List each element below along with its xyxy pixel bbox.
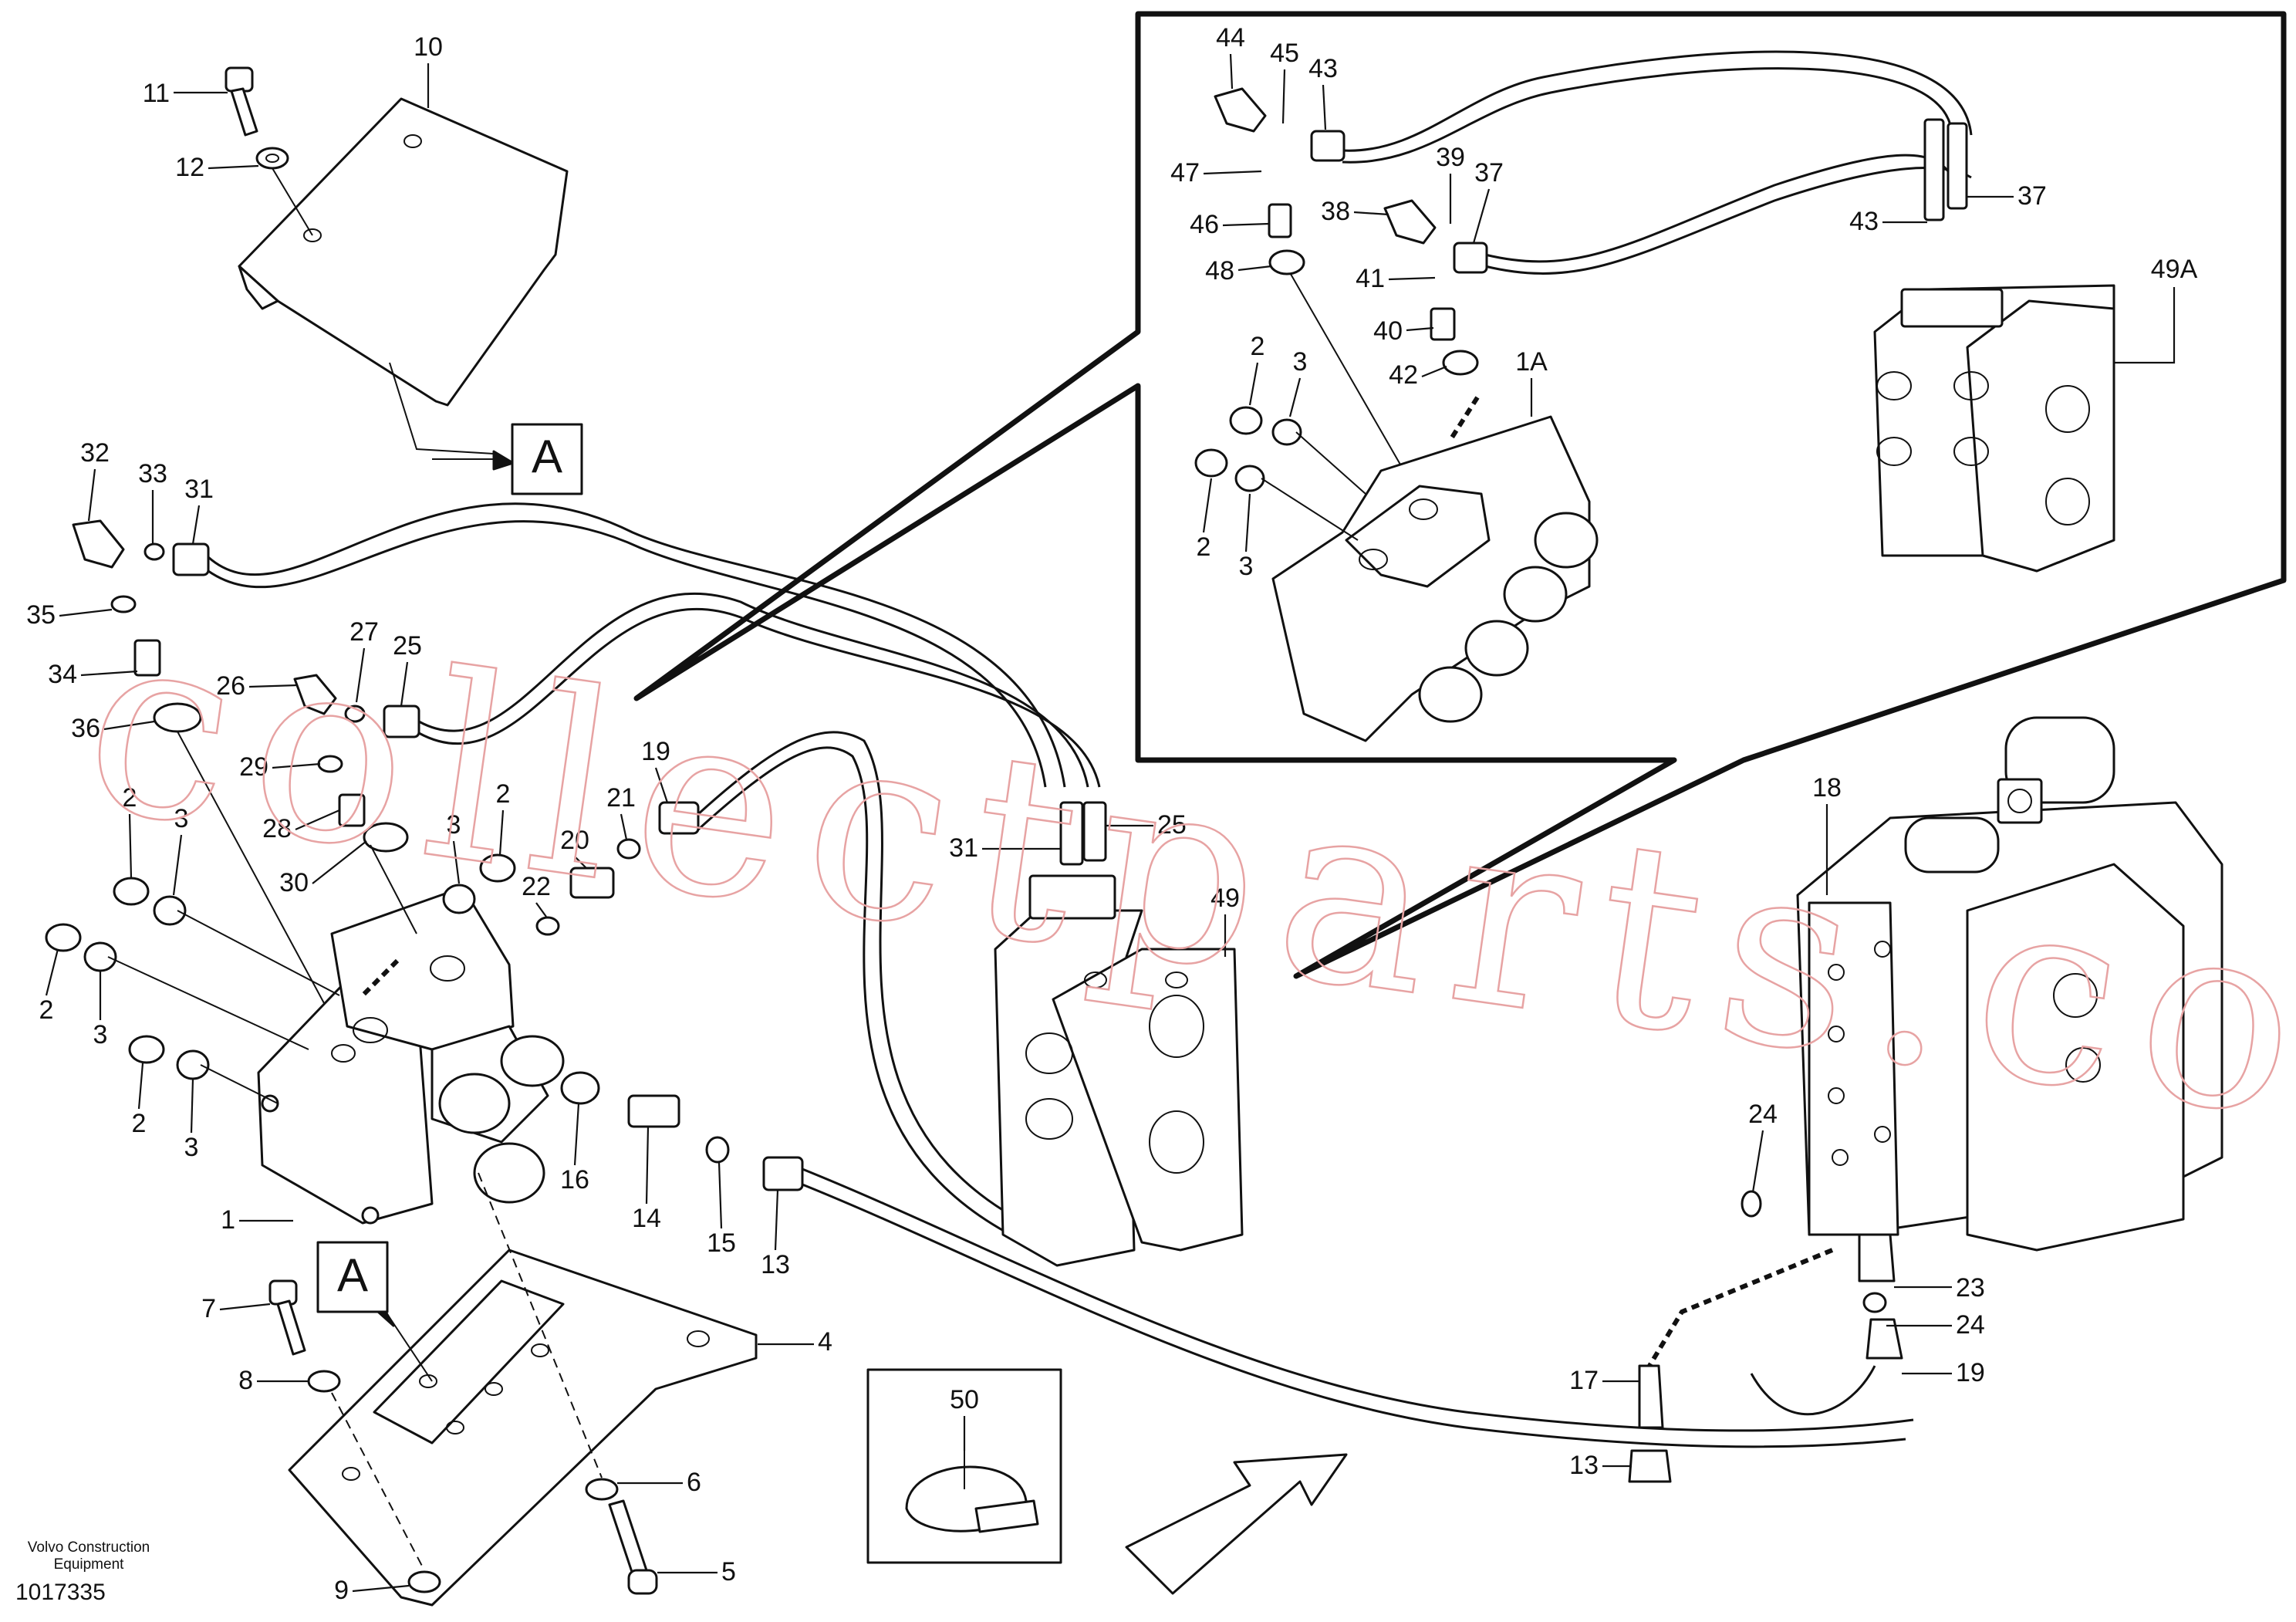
callout-19-left: 19 bbox=[641, 737, 670, 766]
manufacturer-label: Volvo Construction Equipment bbox=[15, 1539, 162, 1573]
callout-12: 12 bbox=[175, 153, 204, 182]
callout-43: 43 bbox=[1308, 54, 1338, 83]
callout-2-a: 2 bbox=[496, 779, 511, 809]
callout-1A: 1A bbox=[1515, 347, 1548, 377]
callout-41: 41 bbox=[1356, 264, 1385, 293]
callout-37: 37 bbox=[1474, 158, 1504, 188]
callout-16: 16 bbox=[560, 1165, 589, 1195]
callout-2-inset-a: 2 bbox=[1251, 332, 1265, 361]
callout-6: 6 bbox=[687, 1468, 701, 1497]
fittings-valve-1 bbox=[45, 519, 804, 1191]
callout-11: 11 bbox=[143, 79, 170, 108]
callout-14: 14 bbox=[632, 1204, 661, 1233]
ref-marker-a-bottom: A bbox=[316, 1241, 433, 1382]
callout-13-right: 13 bbox=[1569, 1451, 1599, 1480]
callout-35: 35 bbox=[26, 600, 56, 630]
callout-42: 42 bbox=[1389, 360, 1418, 390]
drawing-number: 1017335 bbox=[15, 1580, 106, 1605]
callout-3-d: 3 bbox=[184, 1133, 199, 1162]
callout-22: 22 bbox=[522, 872, 551, 901]
callout-4: 4 bbox=[818, 1327, 832, 1357]
ref-marker-a-top: A bbox=[432, 423, 583, 495]
callout-30: 30 bbox=[279, 868, 309, 897]
callout-8: 8 bbox=[238, 1366, 253, 1395]
callout-29: 29 bbox=[239, 752, 268, 782]
callout-32: 32 bbox=[80, 438, 110, 468]
callout-20: 20 bbox=[560, 826, 589, 855]
callout-18: 18 bbox=[1812, 773, 1842, 803]
manufacturer-line-2: Equipment bbox=[53, 1556, 124, 1573]
detail-inset bbox=[633, 11, 2287, 979]
callout-27: 27 bbox=[349, 617, 379, 647]
main-valve-18 bbox=[1628, 716, 2223, 1483]
bolt-11 bbox=[225, 66, 313, 236]
callout-19-right: 19 bbox=[1956, 1358, 1985, 1387]
callout-9: 9 bbox=[334, 1576, 349, 1605]
callout-1: 1 bbox=[221, 1205, 235, 1235]
bracket-4 bbox=[268, 1172, 758, 1607]
callout-37-right: 37 bbox=[2017, 181, 2047, 211]
callout-17: 17 bbox=[1569, 1366, 1599, 1395]
callout-33: 33 bbox=[138, 459, 167, 488]
callout-43-right: 43 bbox=[1849, 207, 1879, 236]
clamp-box-50 bbox=[866, 1368, 1062, 1564]
manufacturer-line-1: Volvo Construction bbox=[27, 1539, 150, 1556]
bracket-cover-10 bbox=[238, 97, 569, 454]
ref-marker-a-label-top: A bbox=[532, 431, 562, 482]
callout-45: 45 bbox=[1270, 39, 1299, 68]
callout-36: 36 bbox=[71, 714, 100, 743]
callout-25-main: 25 bbox=[1157, 810, 1187, 840]
callout-2-d: 2 bbox=[132, 1109, 147, 1138]
callout-5: 5 bbox=[721, 1557, 736, 1587]
callout-3-a: 3 bbox=[447, 810, 461, 840]
callout-50: 50 bbox=[950, 1385, 979, 1414]
callout-3-b: 3 bbox=[174, 804, 189, 833]
callout-49A: 49A bbox=[2151, 255, 2198, 284]
callout-40: 40 bbox=[1373, 316, 1403, 346]
callout-38: 38 bbox=[1321, 197, 1350, 226]
callout-34: 34 bbox=[48, 660, 77, 689]
main-callouts: 10 11 12 32 33 31 35 34 36 27 25 26 29 2… bbox=[26, 32, 1985, 1605]
direction-arrow bbox=[1125, 1453, 1348, 1595]
callout-3-c: 3 bbox=[93, 1020, 108, 1049]
callout-3-inset-a: 3 bbox=[1293, 347, 1308, 377]
callout-49: 49 bbox=[1210, 884, 1240, 913]
callout-15: 15 bbox=[707, 1228, 736, 1258]
ref-marker-a-label-bottom: A bbox=[337, 1249, 368, 1301]
inset-callouts: 44 45 43 47 46 48 38 39 37 41 40 42 1A 2… bbox=[1170, 23, 2197, 581]
callout-31-main: 31 bbox=[949, 833, 978, 863]
footer: Volvo Construction Equipment 1017335 bbox=[15, 1539, 177, 1606]
callout-10: 10 bbox=[414, 32, 443, 62]
callout-24-top: 24 bbox=[1748, 1100, 1778, 1129]
control-valve-1 bbox=[257, 886, 565, 1225]
callout-13-left: 13 bbox=[761, 1250, 790, 1279]
callout-39: 39 bbox=[1436, 143, 1465, 172]
callout-47: 47 bbox=[1170, 158, 1200, 188]
control-valve-49 bbox=[994, 801, 1244, 1267]
callout-3-inset-b: 3 bbox=[1239, 552, 1254, 581]
callout-2-c: 2 bbox=[39, 995, 54, 1025]
callout-26: 26 bbox=[216, 671, 245, 701]
callout-24-bottom: 24 bbox=[1956, 1310, 1985, 1340]
inset-valve-49A bbox=[1873, 118, 2115, 573]
callout-28: 28 bbox=[262, 814, 292, 843]
callout-23: 23 bbox=[1956, 1273, 1985, 1303]
callout-44: 44 bbox=[1216, 23, 1245, 52]
inset-valve-1A bbox=[1194, 87, 1599, 742]
callout-31: 31 bbox=[184, 475, 214, 504]
callout-2-inset-b: 2 bbox=[1197, 532, 1211, 562]
callout-46: 46 bbox=[1190, 210, 1219, 239]
callout-21: 21 bbox=[606, 783, 636, 813]
callout-2-b: 2 bbox=[123, 783, 137, 813]
callout-25: 25 bbox=[393, 631, 422, 661]
callout-7: 7 bbox=[201, 1294, 216, 1323]
callout-48: 48 bbox=[1205, 256, 1234, 286]
